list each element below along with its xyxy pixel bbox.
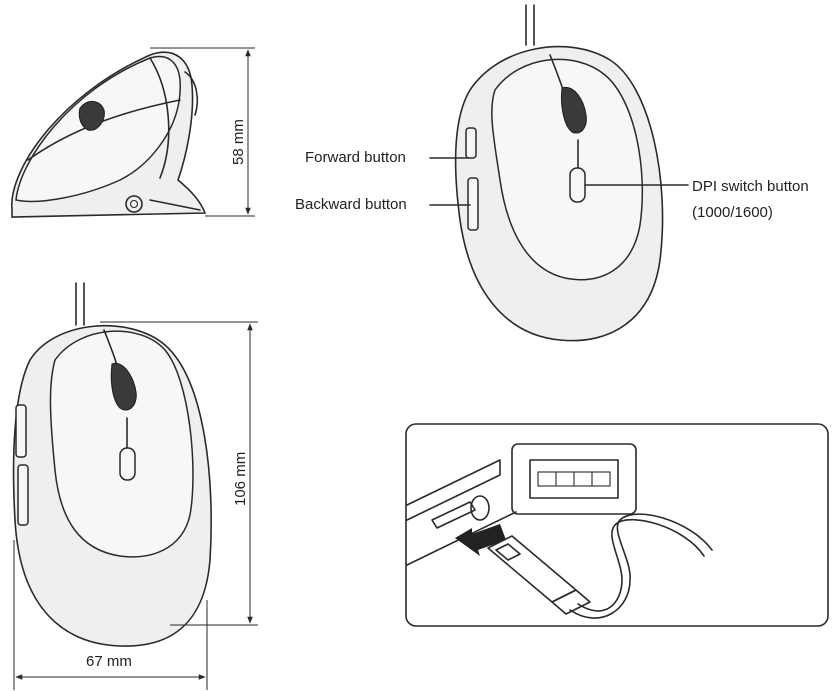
scroll-wheel-front	[561, 86, 587, 134]
side-port-icon	[125, 195, 143, 213]
side-button-top-a	[15, 404, 27, 458]
usb-port	[529, 459, 619, 499]
height-dimension: 58 mm	[150, 47, 255, 217]
usb-port-panel	[511, 443, 637, 515]
backward-button	[467, 177, 479, 231]
usb-cable	[569, 513, 713, 619]
length-label: 106 mm	[232, 452, 249, 506]
side-view-mouse	[11, 51, 207, 218]
height-label: 58 mm	[230, 119, 247, 165]
top-view-mouse	[12, 282, 212, 647]
usb-plug	[487, 535, 577, 603]
dpi-values-label: (1000/1600)	[692, 204, 773, 221]
dpi-switch-button	[569, 167, 586, 203]
forward-button-label: Forward button	[305, 149, 406, 166]
front-view-mouse	[429, 4, 689, 342]
backward-button-label: Backward button	[295, 196, 407, 213]
dpi-button-label: DPI switch button	[692, 178, 809, 195]
arrow-right-icon	[455, 524, 506, 556]
usb-connection-illustration	[405, 423, 829, 627]
forward-button	[465, 127, 477, 159]
width-dimension: 67 mm	[13, 540, 208, 690]
width-label: 67 mm	[86, 653, 132, 670]
scroll-wheel-top	[110, 362, 137, 411]
dpi-switch-top	[119, 447, 136, 481]
length-dimension: 106 mm	[100, 321, 258, 626]
scroll-wheel-side	[78, 101, 105, 131]
side-button-top-b	[17, 464, 29, 526]
